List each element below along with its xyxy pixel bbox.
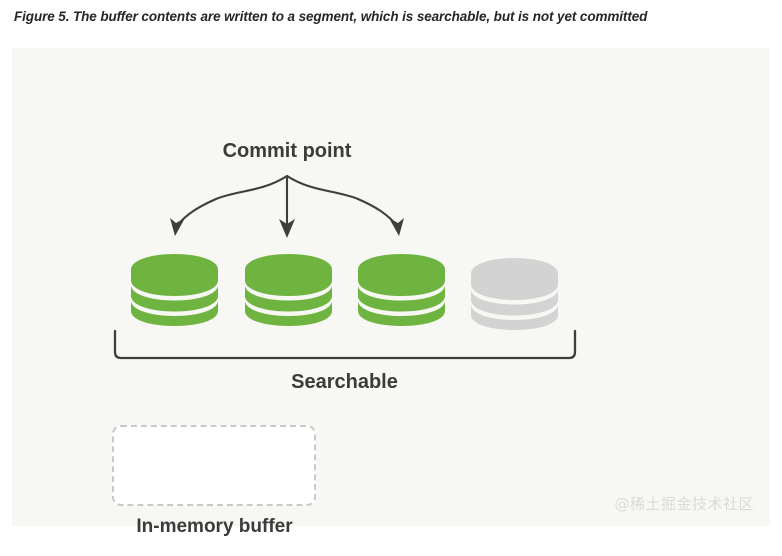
searchable-bracket bbox=[113, 329, 577, 360]
in-memory-buffer-box[interactable] bbox=[112, 425, 316, 506]
figure-caption: Figure 5. The buffer contents are writte… bbox=[14, 9, 648, 24]
in-memory-buffer-label: In-memory buffer bbox=[136, 516, 293, 537]
segment-cylinder-2[interactable] bbox=[244, 254, 333, 326]
commit-point-arrows bbox=[170, 174, 404, 238]
segment-cylinder-1[interactable] bbox=[130, 254, 219, 326]
segment-cylinder-4[interactable] bbox=[470, 258, 559, 330]
arrow-right-path bbox=[285, 174, 399, 228]
figure-panel: Commit point bbox=[12, 48, 770, 537]
arrow-left-path bbox=[175, 174, 289, 228]
searchable-bracket-path bbox=[113, 329, 577, 360]
segments-row bbox=[130, 254, 560, 330]
arrow-middle-head bbox=[279, 219, 295, 238]
commit-point-label: Commit point bbox=[222, 140, 352, 162]
arrow-left-head bbox=[170, 218, 185, 236]
arrow-right-head bbox=[389, 218, 404, 236]
watermark: @稀土掘金技术社区 bbox=[614, 495, 754, 513]
segment-cylinder-3[interactable] bbox=[357, 254, 446, 326]
searchable-label: Searchable bbox=[291, 371, 398, 393]
